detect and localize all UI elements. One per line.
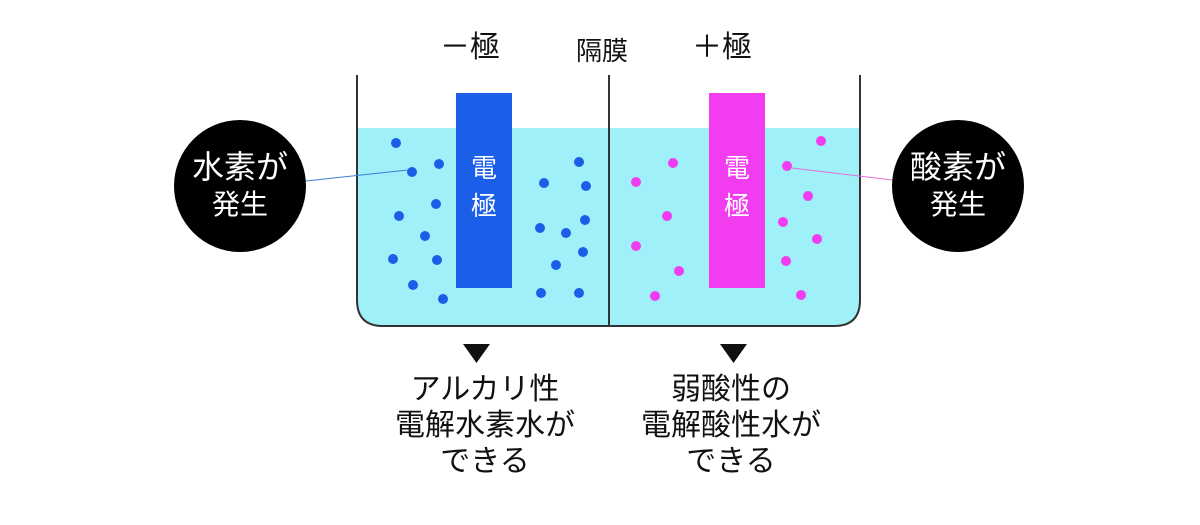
bubble-line: 酸素が <box>909 148 1006 186</box>
hydrogen-dot <box>551 260 561 270</box>
electrode-label-line: 極 <box>723 192 750 222</box>
bubble-line: 水素が <box>191 148 288 186</box>
hydrogen-dot <box>574 288 584 298</box>
electrode-label-line: 極 <box>470 192 497 222</box>
hydrogen-dot <box>431 199 441 209</box>
negative-electrode <box>456 93 512 288</box>
oxygen-dot <box>803 191 813 201</box>
oxygen-dot <box>662 211 672 221</box>
positive-electrode-label: 電 極 <box>709 150 765 226</box>
hydrogen-dot <box>394 211 404 221</box>
hydrogen-dot <box>578 247 588 257</box>
hydrogen-dot <box>580 215 590 225</box>
oxygen-dot <box>650 291 660 301</box>
oxygen-leader-line <box>791 167 893 181</box>
right-down-arrow <box>720 344 747 363</box>
electrode-label-line: 電 <box>723 154 750 184</box>
hydrogen-dot <box>438 294 448 304</box>
result-line: できる <box>686 444 776 479</box>
hydrogen-dot <box>535 223 545 233</box>
negative-electrode-label: 電 極 <box>456 150 512 226</box>
oxygen-dot <box>796 290 806 300</box>
electrode-label-line: 電 <box>470 154 497 184</box>
alkaline-result-text: アルカリ性 電解水素水が できる <box>355 372 615 480</box>
left-down-arrow <box>463 344 490 363</box>
oxygen-dot <box>816 136 826 146</box>
positive-electrode <box>709 93 765 288</box>
hydrogen-dot <box>581 181 591 191</box>
hydrogen-dot <box>432 255 442 265</box>
oxygen-dot <box>778 217 788 227</box>
result-line: アルカリ性 <box>410 372 560 407</box>
membrane-label: 隔膜 <box>576 37 629 67</box>
hydrogen-dot <box>420 231 430 241</box>
hydrogen-dot <box>408 280 418 290</box>
hydrogen-dot <box>391 138 401 148</box>
hydrogen-dot <box>434 159 444 169</box>
oxygen-dot <box>631 241 641 251</box>
result-line: 電解酸性水が <box>641 408 821 443</box>
hydrogen-dot <box>407 167 417 177</box>
bubble-line: 発生 <box>211 188 268 221</box>
oxygen-dot <box>668 158 678 168</box>
positive-pole-label: ＋極 <box>692 30 752 65</box>
oxygen-dot <box>674 266 684 276</box>
oxygen-dot <box>781 256 791 266</box>
bubble-line: 発生 <box>929 188 986 221</box>
hydrogen-bubble: 水素が 発生 <box>174 120 306 252</box>
oxygen-dots <box>631 136 826 301</box>
result-line: 弱酸性の <box>671 372 791 407</box>
result-line: 電解水素水が <box>395 408 575 443</box>
hydrogen-dots <box>388 138 591 304</box>
oxygen-dot <box>631 177 641 187</box>
hydrogen-dot <box>539 178 549 188</box>
oxygen-dot <box>812 234 822 244</box>
result-line: できる <box>440 444 530 479</box>
hydrogen-dot <box>561 228 571 238</box>
oxygen-bubble: 酸素が 発生 <box>892 120 1024 252</box>
acidic-result-text: 弱酸性の 電解酸性水が できる <box>601 372 861 480</box>
hydrogen-leader-line <box>305 169 409 182</box>
negative-pole-label: －極 <box>440 30 500 65</box>
hydrogen-dot <box>536 288 546 298</box>
oxygen-dot <box>782 161 792 171</box>
hydrogen-dot <box>574 157 584 167</box>
hydrogen-dot <box>388 254 398 264</box>
